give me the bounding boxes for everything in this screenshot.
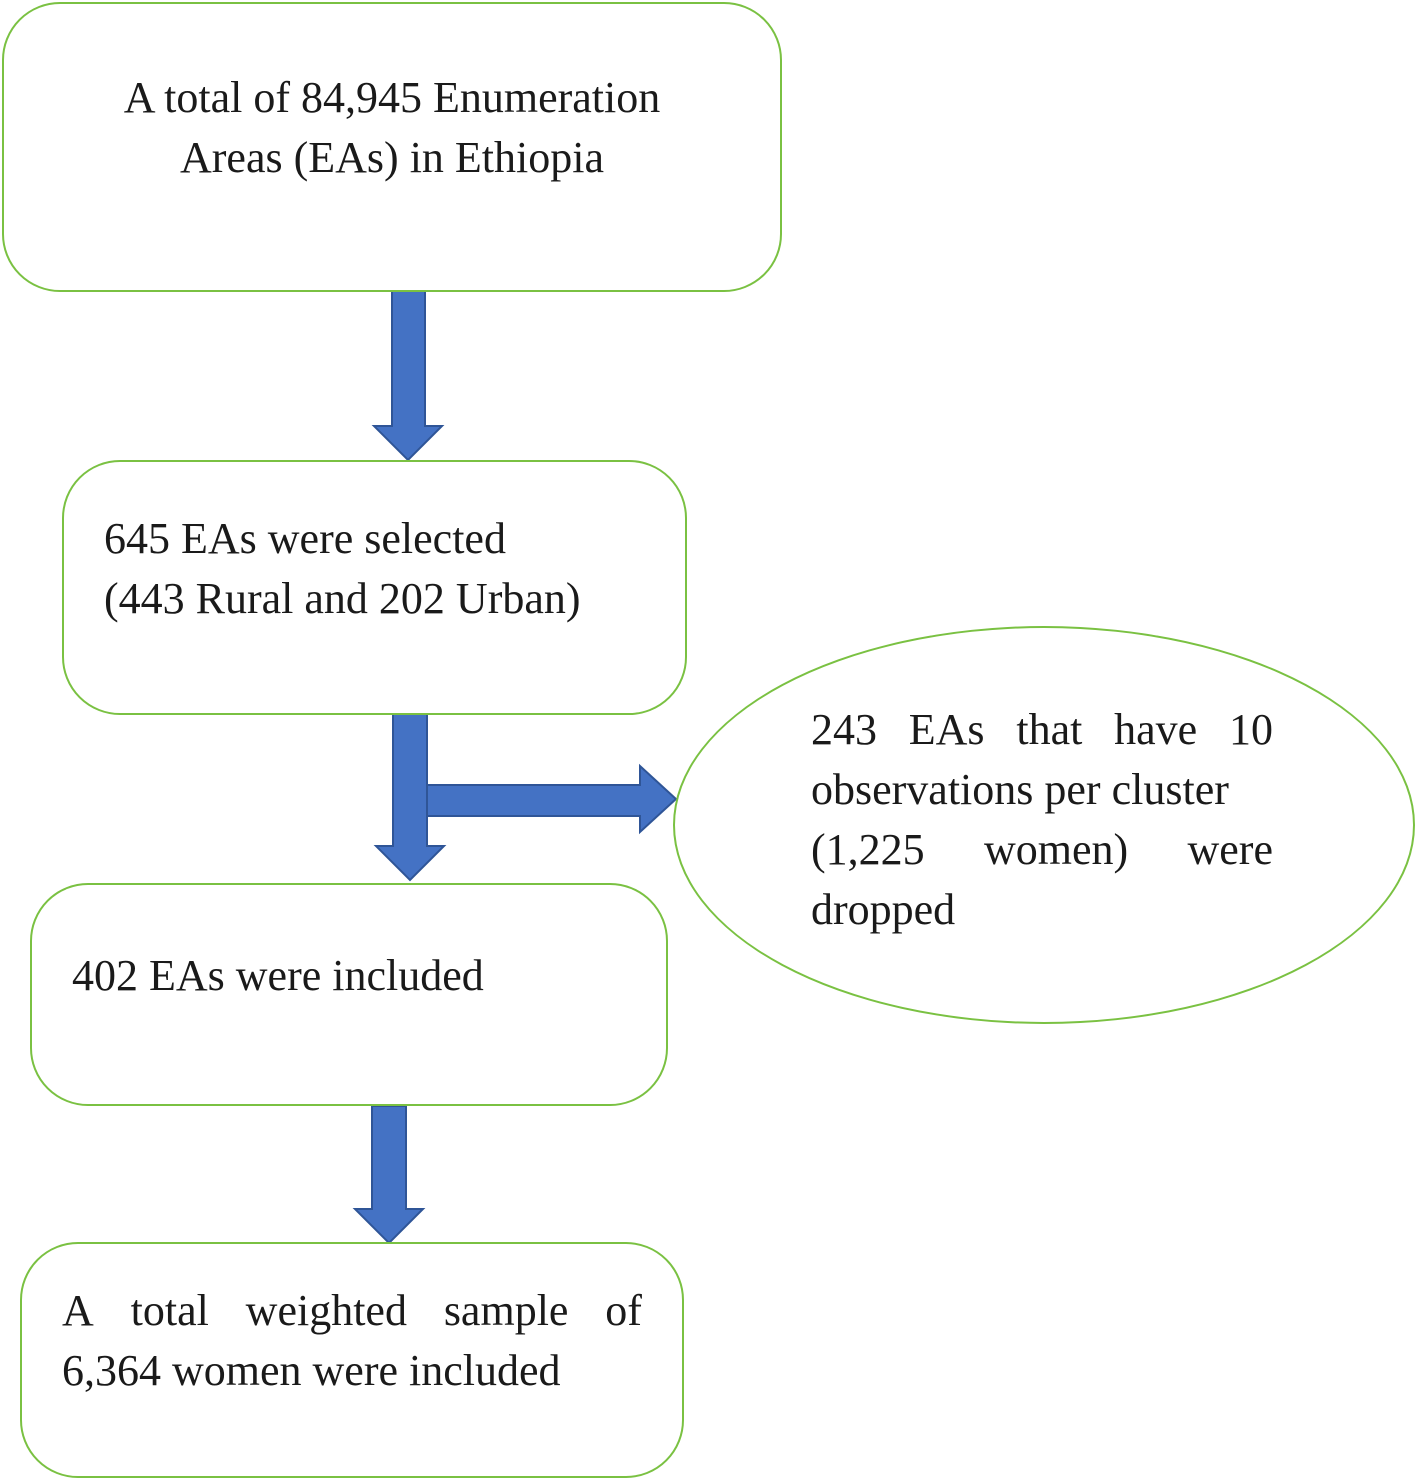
excluded-word: women) xyxy=(983,825,1129,874)
box-total-enumeration-areas-text: A total of 84,945 Enumeration Areas (EAs… xyxy=(2,68,782,188)
box-selected-eas xyxy=(62,460,687,715)
box-weighted-sample xyxy=(20,1242,684,1478)
excluded-line4: dropped xyxy=(811,885,956,934)
arrow-down-2 xyxy=(373,713,447,882)
box2-line2: (443 Rural and 202 Urban) xyxy=(104,574,581,623)
box-weighted-sample-text: A total weighted sample of 6,364 women w… xyxy=(62,1281,642,1401)
box4-word: A xyxy=(62,1286,94,1335)
excluded-word: were xyxy=(1187,825,1274,874)
excluded-word: have xyxy=(1114,705,1198,754)
ellipse-dropped-eas xyxy=(673,626,1415,1024)
box4-word: weighted xyxy=(245,1286,407,1335)
excluded-word: (1,225 xyxy=(811,825,925,874)
box3-line1: 402 EAs were included xyxy=(72,951,484,1000)
box1-line2: Areas (EAs) in Ethiopia xyxy=(180,133,604,182)
excluded-word: 10 xyxy=(1228,705,1273,754)
box-total-enumeration-areas xyxy=(2,2,782,292)
box-selected-eas-text: 645 EAs were selected (443 Rural and 202… xyxy=(104,509,581,629)
excluded-line1: 243 EAs that have 10 xyxy=(811,700,1273,760)
box2-line1: 645 EAs were selected xyxy=(104,514,506,563)
box4-word: sample xyxy=(443,1286,569,1335)
box4-line2: 6,364 women were included xyxy=(62,1346,561,1395)
box4-word: total xyxy=(130,1286,209,1335)
arrow-down-3 xyxy=(352,1105,426,1245)
excluded-word: 243 xyxy=(811,705,877,754)
excluded-line3: (1,225 women) were xyxy=(811,820,1273,880)
box-included-eas-text: 402 EAs were included xyxy=(72,946,484,1006)
excluded-line2: observations per cluster xyxy=(811,765,1229,814)
excluded-word: EAs xyxy=(908,705,985,754)
box-included-eas xyxy=(30,883,668,1106)
ellipse-dropped-eas-text: 243 EAs that have 10 observations per cl… xyxy=(811,700,1273,940)
arrow-right-excluded xyxy=(426,763,678,835)
box1-line1: A total of 84,945 Enumeration xyxy=(123,73,661,122)
box4-line1: A total weighted sample of xyxy=(62,1281,642,1341)
arrow-down-1 xyxy=(371,289,445,462)
box4-word: of xyxy=(605,1286,642,1335)
excluded-word: that xyxy=(1016,705,1083,754)
